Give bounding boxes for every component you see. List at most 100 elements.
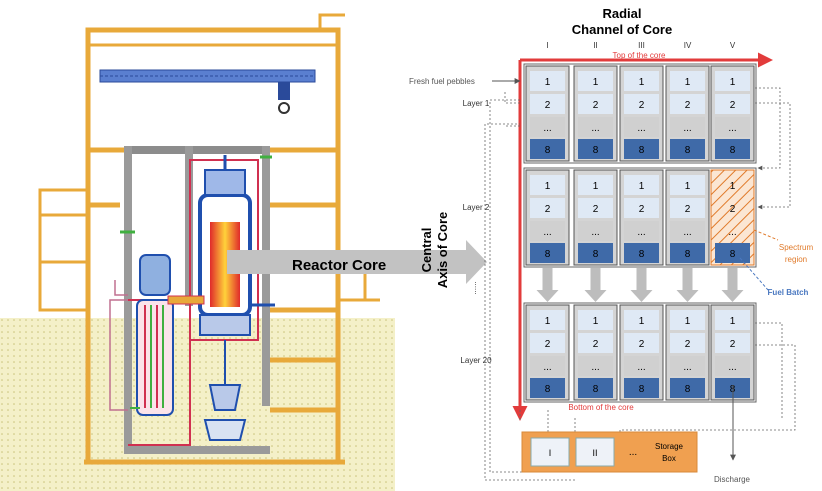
fuel-batch-number: 1 [545,316,551,327]
fuel-batch-number: ... [637,362,645,373]
column-header-3: III [638,41,645,50]
fuel-batch-number: 1 [730,181,736,192]
fuel-batch-number: 8 [545,384,551,395]
recirculation-paths [484,87,796,481]
fuel-batch-label: Fuel Batch [768,288,809,297]
fuel-batch-cell [578,139,613,159]
fuel-batch-cell [578,94,613,114]
fuel-batch-number: ... [637,123,645,134]
fuel-batch-cell [624,378,659,398]
fuel-batch-number: 2 [639,339,645,350]
fuel-batch-cell [578,198,613,218]
fuel-batch-cell [530,356,565,376]
fuel-batch-number: 2 [685,339,691,350]
fuel-batch-cell [670,243,705,263]
fuel-batch-cell [530,71,565,91]
fuel-batch-number: 2 [639,204,645,215]
fuel-batch-number: 8 [685,249,691,260]
fuel-batch-number: 8 [639,249,645,260]
fuel-batch-cell [715,94,750,114]
fuel-batch-number: ... [591,227,599,238]
fuel-batch-number: 1 [685,77,691,88]
fuel-batch-number: 1 [639,181,645,192]
fuel-batch-number: 8 [545,145,551,156]
fuel-batch-number: ... [683,123,691,134]
fuel-batch-number: 2 [730,100,736,111]
storage-ellipsis: ... [629,447,637,458]
fuel-batch-number: 1 [639,77,645,88]
bottom-of-core-label: Bottom of the core [568,403,634,412]
fuel-batch-number: 1 [593,316,599,327]
fuel-batch-number: 8 [639,145,645,156]
overhead-crane [99,69,316,114]
fuel-batch-number: 2 [730,204,736,215]
fuel-batch-cell [578,175,613,195]
fuel-batch-number: 2 [545,100,551,111]
storage-bin-2-label: II [592,448,597,458]
fuel-batch-cell [578,243,613,263]
reactor-core-arrow [227,240,487,284]
fuel-batch-cell [624,94,659,114]
fuel-batch-cell [715,310,750,330]
fuel-batch-cell [578,117,613,137]
fuel-batch-number: 2 [593,204,599,215]
fuel-batch-number: ... [591,123,599,134]
fuel-batch-cell [670,175,705,195]
fuel-batch-cell [715,117,750,137]
fuel-batch-number: 1 [545,77,551,88]
fuel-batch-cell [624,310,659,330]
storage-box: I II ... Storage Box [521,431,698,473]
down-arrow-3 [630,268,653,302]
fuel-batch-number: ... [543,227,551,238]
fresh-fuel-label: Fresh fuel pebbles [409,77,475,86]
fuel-batch-number: ... [591,362,599,373]
spectrum-region-label-line1: Spectrum [779,243,814,252]
storage-label-line2: Box [662,454,676,463]
fuel-batch-number: 8 [730,145,736,156]
fuel-batch-cell [578,221,613,241]
fuel-batch-cell [530,117,565,137]
fuel-batch-number: 2 [730,339,736,350]
reactor-building-illustration [0,13,395,491]
fuel-batch-cell [624,71,659,91]
layers-ellipsis: ...... [473,281,482,294]
fuel-batch-cell [624,243,659,263]
layer-1-block: 12...812...812...812...812...8 [523,63,757,164]
fuel-batch-cell [530,198,565,218]
fuel-batch-cell [715,243,750,263]
fuel-batch-number: ... [728,227,736,238]
fuel-batch-cell [624,356,659,376]
fuel-batch-cell [530,243,565,263]
core-layers: 1 2... 8 1 2... 8 1 2... 8 1 2... 8 1 2... 8 1 2... 8 1 2..… [523,63,757,403]
fuel-batch-number: 8 [685,145,691,156]
fuel-batch-cell [578,333,613,353]
diagram-title-line1: Radial [602,6,641,21]
fuel-batch-cell [715,71,750,91]
fuel-batch-number: 1 [685,316,691,327]
fuel-batch-cell [530,333,565,353]
fuel-batch-number: 2 [545,204,551,215]
fuel-batch-cell [670,117,705,137]
fuel-batch-cell [670,221,705,241]
storage-bin-1-label: I [549,448,552,458]
storage-label-line1: Storage [655,442,684,451]
fuel-batch-number: 2 [639,100,645,111]
layer-3-block: 12...812...812...812...812...8 [523,302,757,403]
fuel-handling-system [203,340,247,441]
layer-2-block: 12...812...812...812...812...8 [523,167,757,268]
fuel-batch-cell [670,198,705,218]
fuel-batch-number: 8 [685,384,691,395]
fuel-batch-number: ... [728,362,736,373]
fuel-batch-number: ... [543,123,551,134]
spectrum-region-label-line2: region [785,255,807,264]
fuel-batch-number: 2 [545,339,551,350]
fuel-batch-cell [624,139,659,159]
fuel-batch-number: 8 [593,384,599,395]
steam-generator [136,254,174,416]
fuel-batch-cell [530,139,565,159]
fuel-batch-number: ... [728,123,736,134]
down-arrow-1 [536,268,559,302]
fuel-batch-number: 1 [730,316,736,327]
fuel-batch-number: ... [683,362,691,373]
